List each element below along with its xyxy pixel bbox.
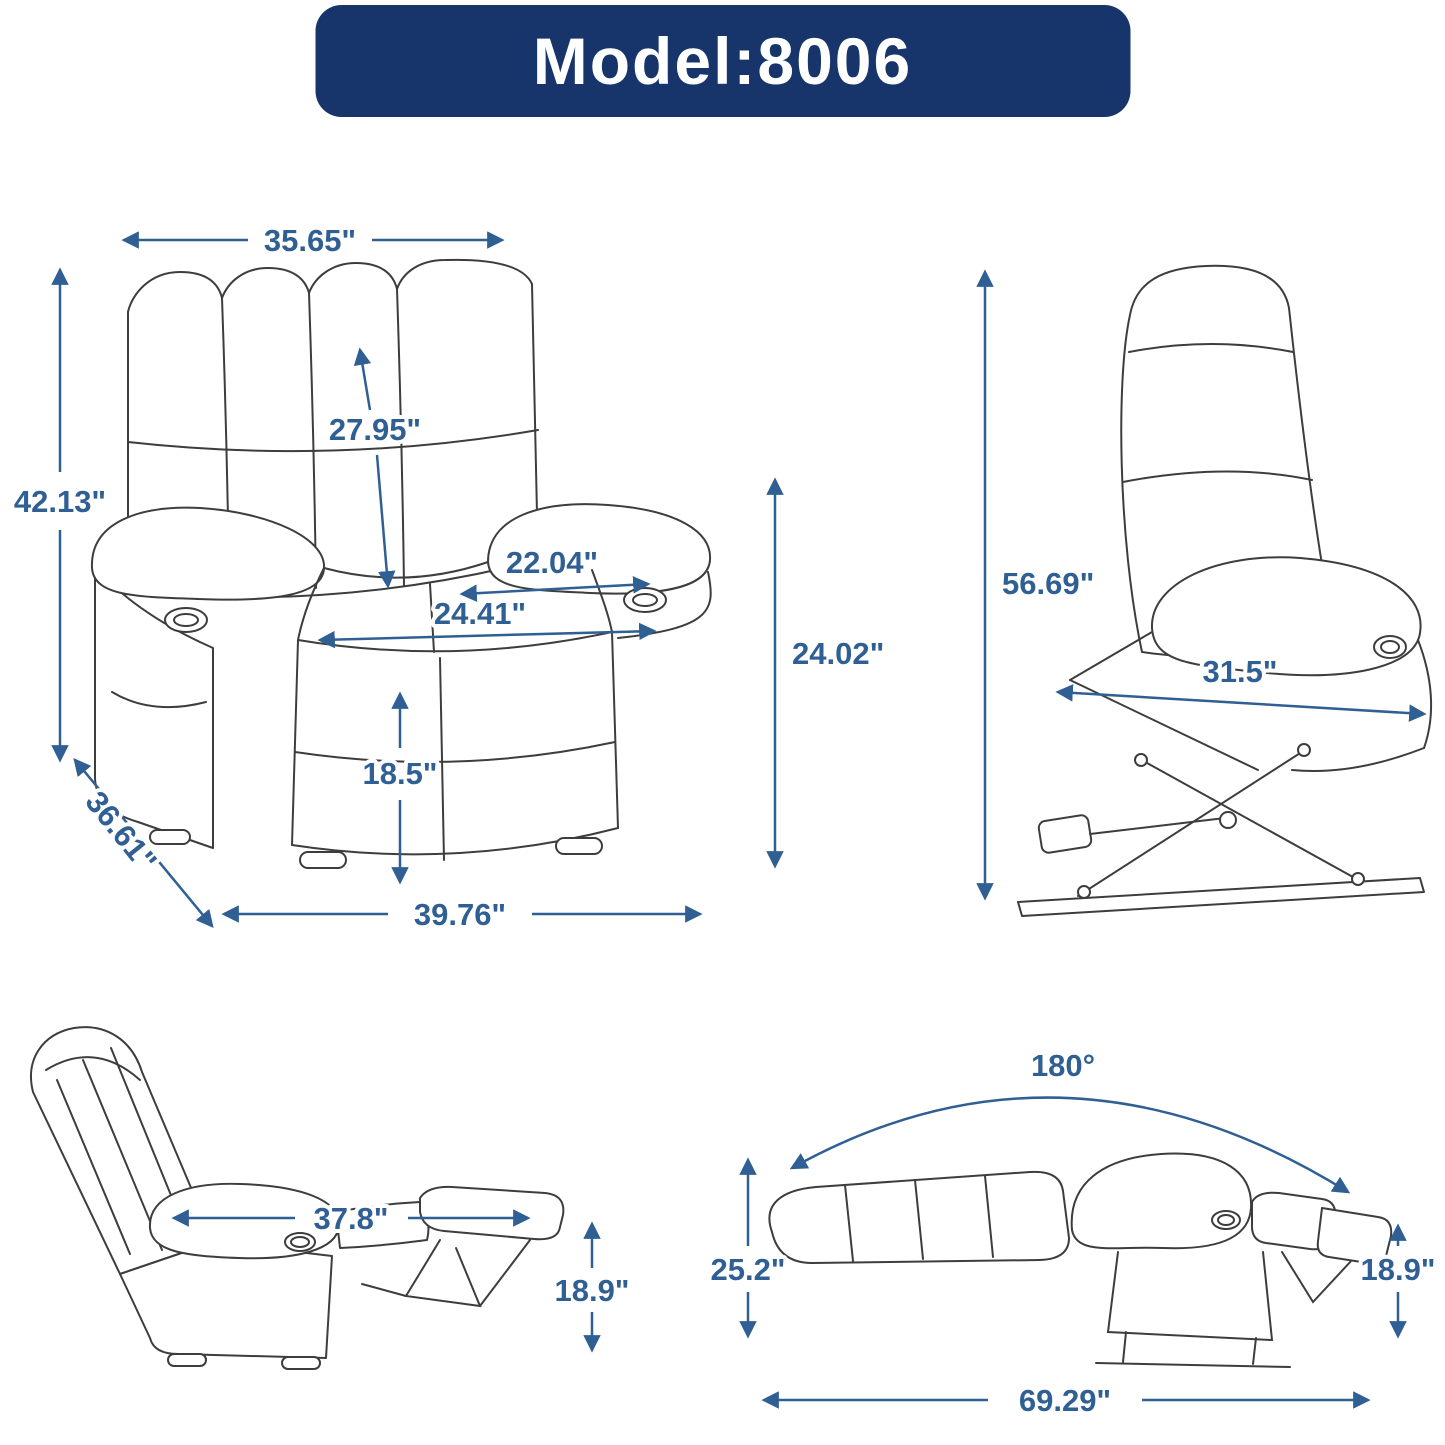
dim-front-base-width: 39.76" bbox=[414, 897, 506, 932]
dim-lift-seat-diagonal: 31.5" bbox=[1202, 654, 1277, 689]
dim-front-overall-height: 42.13" bbox=[14, 484, 106, 519]
dim-lift-height: 56.69" bbox=[1002, 566, 1094, 601]
flat-view-drawing bbox=[768, 1152, 1393, 1368]
lifted-view-drawing bbox=[1017, 264, 1433, 917]
model-title: Model:8006 bbox=[532, 24, 913, 98]
dim-front-width-between-arms: 24.41" bbox=[434, 596, 526, 631]
dim-recline-extension: 37.8" bbox=[313, 1201, 388, 1236]
dim-front-top-width: 35.65" bbox=[264, 223, 356, 258]
dim-recline-footrest-height: 18.9" bbox=[554, 1273, 629, 1308]
model-badge: Model:8006 bbox=[315, 5, 1130, 117]
lifted-dimension-arrows bbox=[976, 269, 1427, 901]
dim-front-seat-width: 22.04" bbox=[506, 545, 598, 580]
flat-dimension-arrows bbox=[739, 1096, 1407, 1409]
dim-flat-recline-angle: 180° bbox=[1031, 1048, 1095, 1083]
dim-front-arm-height: 24.02" bbox=[792, 636, 884, 671]
dim-flat-total-length: 69.29" bbox=[1019, 1383, 1111, 1418]
lift-motor bbox=[1037, 814, 1093, 854]
dim-front-backrest-height: 27.95" bbox=[329, 412, 421, 447]
dim-front-seat-height: 18.5" bbox=[362, 756, 437, 791]
reclined-dimension-arrows bbox=[171, 1209, 601, 1353]
front-dimension-arrows bbox=[51, 231, 784, 929]
dim-flat-platform-height: 25.2" bbox=[710, 1252, 785, 1287]
reclined-view-drawing bbox=[30, 1026, 565, 1370]
dim-flat-footrest-height: 18.9" bbox=[1360, 1252, 1435, 1287]
